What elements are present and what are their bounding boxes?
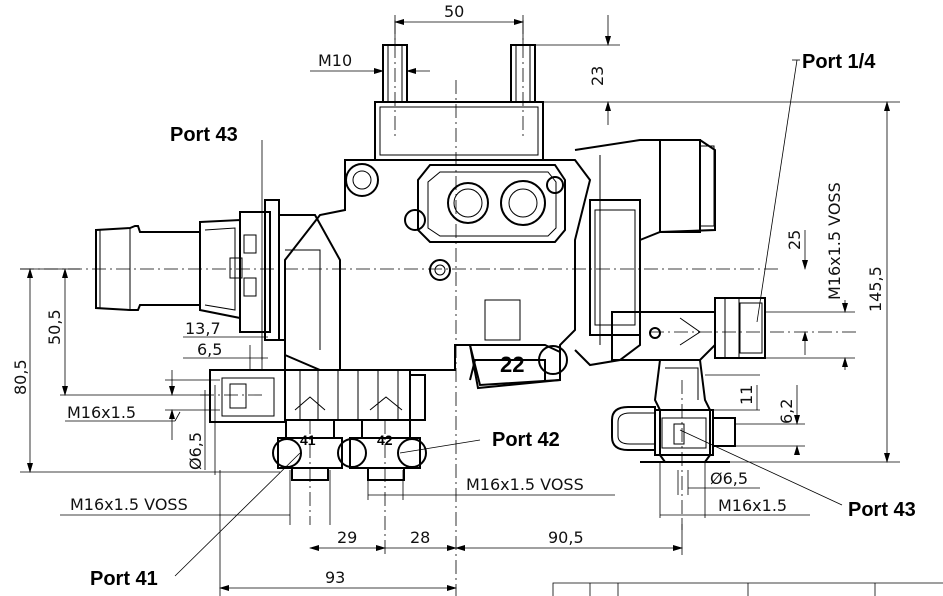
port-labels: Port 1/4 Port 43 Port 42 Port 43 Port 41…: [90, 51, 916, 590]
title-block: [552, 582, 943, 596]
dimension-lines: [20, 15, 900, 596]
label-port-43-top: Port 43: [170, 124, 238, 146]
dim-93: 93: [325, 568, 345, 587]
label-port-1-4: Port 1/4: [802, 51, 876, 73]
dim-6-5-left: 6,5: [197, 340, 222, 359]
dim-28: 28: [410, 528, 430, 547]
dim-29: 29: [337, 528, 357, 547]
dim-80-5: 80,5: [11, 359, 30, 395]
dim-23: 23: [588, 66, 607, 86]
label-port-42: Port 42: [492, 429, 560, 451]
dim-m16-voss-left: M16x1.5 VOSS: [70, 495, 188, 514]
dim-m16-voss-mid: M16x1.5 VOSS: [466, 475, 584, 494]
label-port-41: Port 41: [90, 568, 158, 590]
dim-90-5: 90,5: [548, 528, 584, 547]
dim-50: 50: [444, 2, 464, 21]
dim-m10: M10: [318, 51, 352, 70]
part-outline: [95, 44, 766, 481]
dim-m16-voss-right: M16x1.5 VOSS: [825, 182, 844, 300]
label-port-43-right: Port 43: [848, 499, 916, 521]
dim-13-7: 13,7: [185, 319, 221, 338]
dim-50-5: 50,5: [45, 309, 64, 345]
dim-m16-right: M16x1.5: [718, 496, 787, 515]
dim-dia-6-5-left: Ø6,5: [186, 432, 205, 470]
dim-145-5: 145,5: [866, 266, 885, 312]
dim-25: 25: [785, 230, 804, 250]
dim-6-2: 6,2: [777, 399, 796, 424]
dimension-labels: 50 M10 23 145,5 M16x1.5 VOSS 25 80,5 50,…: [11, 2, 885, 587]
label-22: 22: [500, 352, 524, 377]
label-41: 41: [300, 432, 316, 448]
center-lines: [20, 20, 860, 596]
dim-dia-6-5-right: Ø6,5: [710, 469, 748, 488]
dim-11: 11: [737, 385, 756, 405]
dim-m16-left: M16x1.5: [67, 403, 136, 422]
label-42: 42: [377, 432, 393, 448]
